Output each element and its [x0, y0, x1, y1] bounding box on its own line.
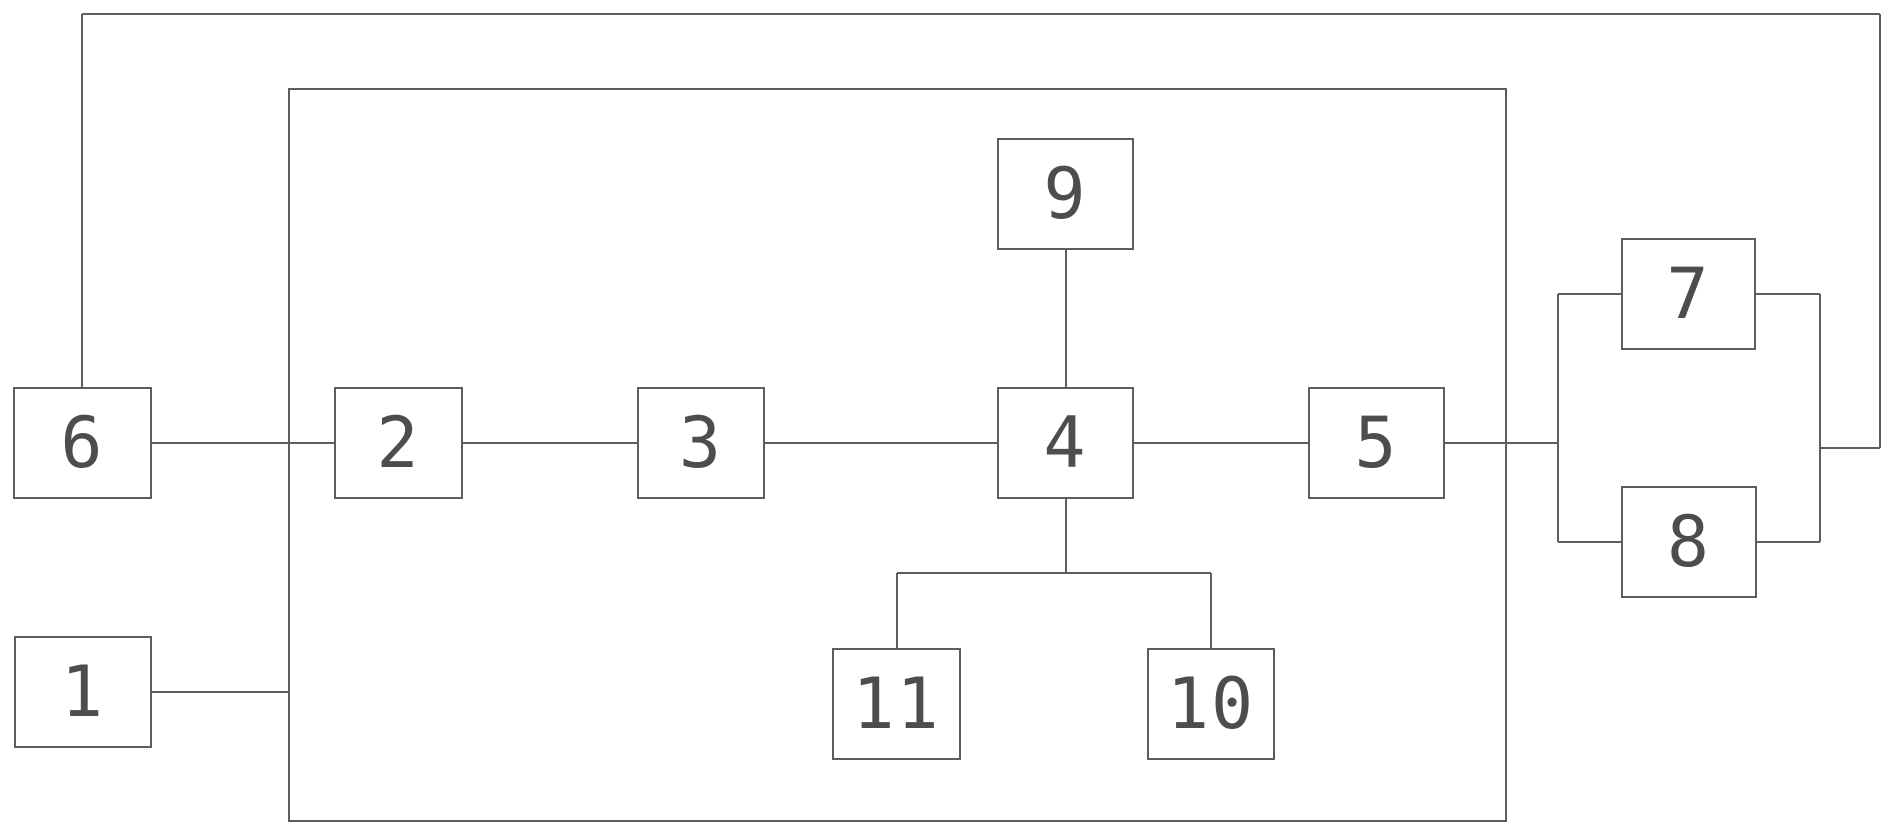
- connector-line-16: [1558, 293, 1621, 295]
- block-9: 9: [997, 138, 1134, 250]
- outer-boundary-rect: [288, 88, 1507, 822]
- connector-line-0: [82, 13, 1880, 15]
- block-label-2: 2: [376, 402, 421, 484]
- connector-line-7: [1134, 442, 1308, 444]
- block-label-5: 5: [1354, 402, 1399, 484]
- connector-line-12: [896, 573, 898, 648]
- block-10: 10: [1147, 648, 1275, 760]
- connector-line-11: [897, 572, 1211, 574]
- connector-line-15: [1557, 294, 1559, 542]
- connector-line-10: [1065, 499, 1067, 573]
- block-label-1: 1: [60, 651, 106, 733]
- connector-line-9: [1065, 250, 1067, 387]
- block-6: 6: [13, 387, 152, 499]
- block-label-6: 6: [60, 402, 105, 484]
- connector-line-13: [1210, 573, 1212, 648]
- block-3: 3: [637, 387, 765, 499]
- connector-line-20: [1757, 541, 1820, 543]
- block-4: 4: [997, 387, 1134, 499]
- connector-line-3: [1820, 447, 1880, 449]
- block-7: 7: [1621, 238, 1756, 350]
- connector-line-2: [1879, 14, 1881, 448]
- block-label-7: 7: [1666, 253, 1711, 335]
- connector-line-6: [765, 442, 997, 444]
- block-label-8: 8: [1666, 501, 1712, 583]
- block-1: 1: [14, 636, 152, 748]
- block-label-10: 10: [1166, 663, 1256, 745]
- connector-line-1: [81, 14, 83, 387]
- block-5: 5: [1308, 387, 1445, 499]
- block-2: 2: [334, 387, 463, 499]
- connector-line-17: [1756, 293, 1820, 295]
- block-11: 11: [832, 648, 961, 760]
- connector-line-5: [463, 442, 637, 444]
- block-label-3: 3: [678, 402, 724, 484]
- connector-line-8: [1445, 442, 1558, 444]
- block-label-9: 9: [1043, 153, 1088, 235]
- connector-line-14: [152, 691, 288, 693]
- connector-line-18: [1819, 294, 1821, 542]
- block-label-4: 4: [1043, 402, 1088, 484]
- block-label-11: 11: [852, 663, 941, 745]
- connector-line-4: [152, 442, 334, 444]
- block-8: 8: [1621, 486, 1757, 598]
- connector-line-19: [1558, 541, 1621, 543]
